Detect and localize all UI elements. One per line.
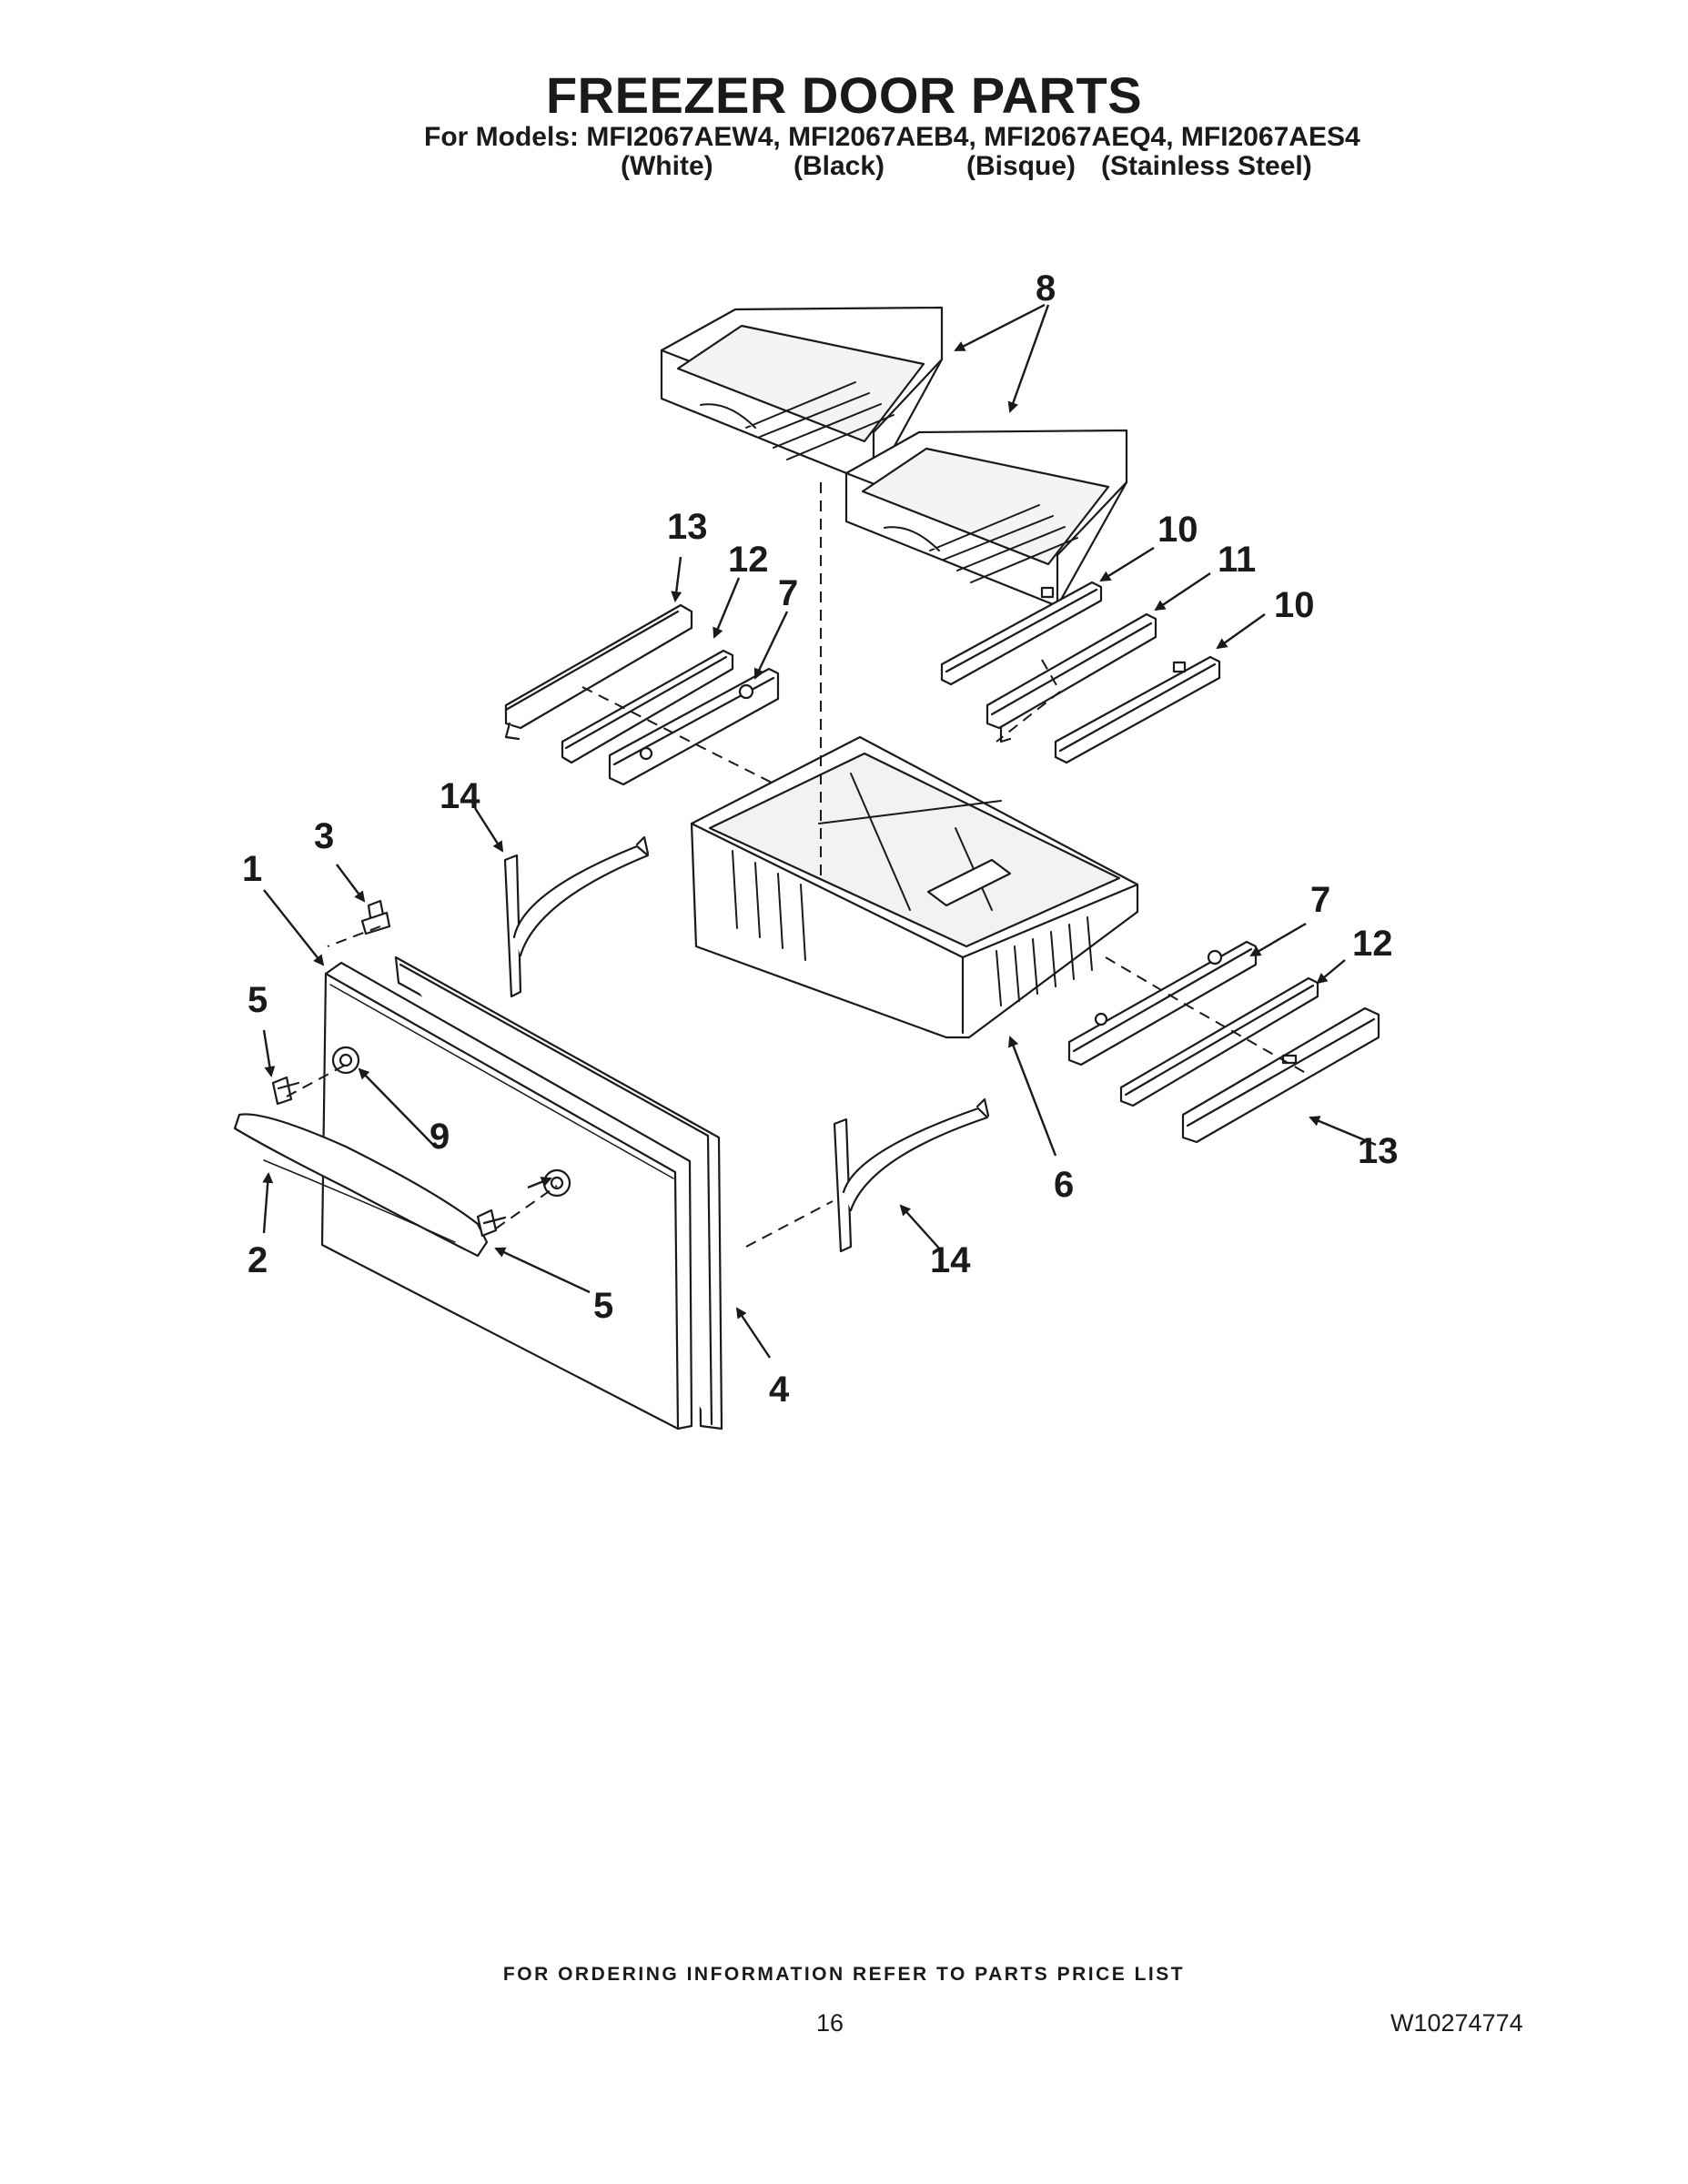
callout-10-upper: 10	[1157, 510, 1198, 550]
page-title: FREEZER DOOR PARTS	[545, 66, 1143, 124]
slide-rail-upper-left	[561, 649, 734, 764]
slide-rail-assembly-upper-left	[608, 667, 780, 786]
callout-11: 11	[1218, 540, 1256, 580]
handle-spacer-upper	[331, 1046, 360, 1075]
center-rail-upper-right	[986, 612, 1157, 743]
rail-cover-upper-left	[504, 603, 693, 741]
models-line: For Models: MFI2067AEW4, MFI2067AEB4, MF…	[424, 122, 1360, 152]
rail-bracket-upper-right-b	[1054, 655, 1221, 764]
callout-14-upper: 14	[440, 776, 480, 816]
callout-12-upper: 12	[728, 540, 769, 580]
door-screw-top	[360, 899, 391, 935]
callout-10-lower: 10	[1274, 585, 1315, 625]
freezer-basket-main	[690, 735, 1139, 1039]
door-mounting-bracket-upper	[503, 835, 650, 998]
callout-13-lower: 13	[1358, 1131, 1399, 1171]
slide-rail-assembly-lower-right	[1067, 940, 1258, 1067]
handle-screw-upper	[271, 1076, 300, 1106]
callout-2: 2	[248, 1240, 268, 1280]
variant-black: (Black)	[793, 151, 885, 181]
freezer-basket-upper	[660, 306, 944, 486]
callout-5-lower: 5	[593, 1286, 613, 1326]
handle-screw-lower	[476, 1208, 507, 1238]
variant-stainless-steel: (Stainless Steel)	[1101, 151, 1312, 181]
page-number: 16	[816, 2009, 844, 2037]
slide-rail-lower-right	[1119, 976, 1319, 1107]
callout-leaders	[262, 303, 1377, 1359]
callout-14-lower: 14	[930, 1240, 971, 1280]
rail-bracket-upper-right-a	[940, 581, 1103, 686]
callout-5-upper: 5	[248, 980, 268, 1020]
callout-4: 4	[769, 1370, 790, 1410]
callout-labels: 1 2 3 4 5 5 6 7 7 8 9 10 10 11 12 12 13 …	[242, 268, 1399, 1410]
variant-white: (White)	[621, 151, 713, 181]
callout-6: 6	[1054, 1165, 1074, 1205]
callout-8: 8	[1036, 268, 1056, 308]
rail-cover-lower-right	[1181, 1006, 1380, 1144]
alignment-lines	[286, 482, 1311, 1248]
freezer-door	[320, 961, 693, 1431]
callout-12-lower: 12	[1352, 924, 1393, 964]
callout-1: 1	[242, 849, 262, 889]
door-mounting-bracket-lower	[833, 1097, 990, 1253]
callout-7-upper: 7	[778, 573, 798, 613]
document-number: W10274774	[1390, 2009, 1523, 2037]
variant-bisque: (Bisque)	[966, 151, 1076, 181]
callout-13-upper: 13	[667, 507, 708, 547]
callout-3: 3	[314, 816, 334, 856]
callout-9: 9	[430, 1117, 450, 1157]
callout-7-lower: 7	[1310, 880, 1330, 920]
ordering-note: FOR ORDERING INFORMATION REFER TO PARTS …	[502, 1964, 1186, 1985]
door-handle	[233, 1113, 489, 1258]
freezer-basket-lower	[844, 429, 1128, 608]
